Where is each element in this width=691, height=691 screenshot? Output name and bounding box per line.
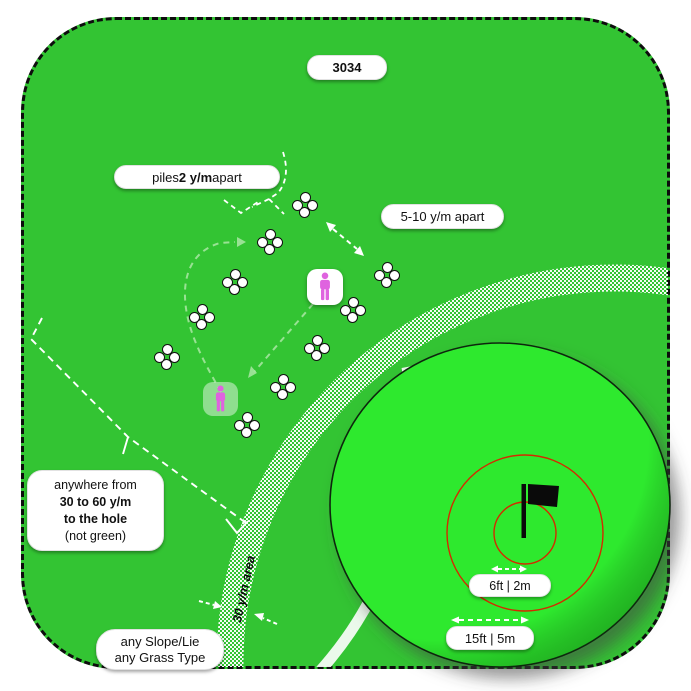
- conditions-line2: any Grass Type: [114, 649, 206, 665]
- piles-spacing-value: 2 y/m: [178, 169, 213, 185]
- ball-pile: [189, 304, 215, 330]
- drill-number-badge: 3034: [307, 55, 387, 80]
- ball-pile: [304, 335, 330, 361]
- conditions-line1: any Slope/Lie: [120, 633, 200, 649]
- ball-pile: [154, 344, 180, 370]
- distance-note-line1: anywhere from: [54, 477, 137, 492]
- ball-pile: [270, 374, 296, 400]
- practice-field: [21, 17, 670, 669]
- piles-spacing-label: piles 2 y/m apart: [114, 165, 280, 189]
- distance-note: anywhere from 30 to 60 y/m to the hole (…: [27, 470, 164, 551]
- distance-note-line4: (not green): [64, 528, 127, 543]
- ball-pile: [222, 269, 248, 295]
- person-icon: [215, 385, 226, 411]
- conditions-label: any Slope/Lie any Grass Type: [96, 629, 224, 670]
- piles-spacing-prefix: piles: [152, 169, 179, 185]
- inner-circle-text: 6ft | 2m: [489, 578, 531, 593]
- player-icon: [203, 382, 238, 416]
- ball-pile: [340, 297, 366, 323]
- piles-spacing-suffix: apart: [212, 169, 242, 185]
- pile-distance-label: 5-10 y/m apart: [381, 204, 504, 229]
- distance-note-line3: to the hole: [63, 511, 128, 526]
- ball-pile: [257, 229, 283, 255]
- outer-circle-text: 15ft | 5m: [464, 630, 516, 646]
- drill-number: 3034: [332, 60, 362, 75]
- person-icon: [320, 272, 330, 300]
- outer-circle-label: 15ft | 5m: [446, 626, 534, 650]
- inner-circle-label: 6ft | 2m: [469, 574, 551, 597]
- distance-note-line2: 30 to 60 y/m: [59, 494, 132, 509]
- ball-pile: [374, 262, 400, 288]
- pile-distance-text: 5-10 y/m apart: [400, 209, 485, 224]
- ball-pile: [292, 192, 318, 218]
- ball-pile: [234, 412, 260, 438]
- player-icon: [307, 269, 343, 305]
